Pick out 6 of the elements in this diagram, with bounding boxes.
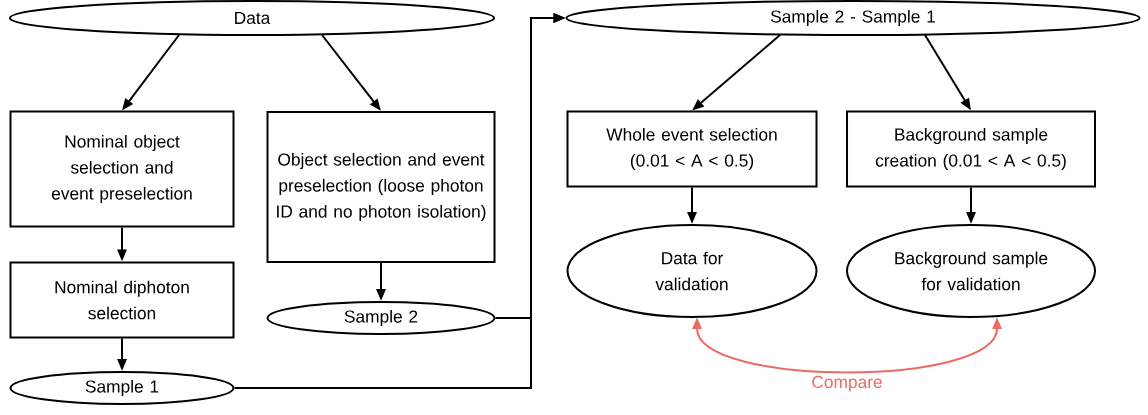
process-box: Nominal diphoton selection [9, 261, 235, 339]
process-box: Object selection and event preselection (loose photon ID and no photon isolation) [266, 111, 496, 263]
process-box: Background sample creation (0.01 < A < 0.5) [846, 110, 1096, 188]
edge-label: Compare [812, 375, 882, 392]
process-box: Nominal object selection and event preselection [9, 110, 235, 228]
process-box: Whole event selection (0.01 < A < 0.5) [566, 110, 818, 188]
